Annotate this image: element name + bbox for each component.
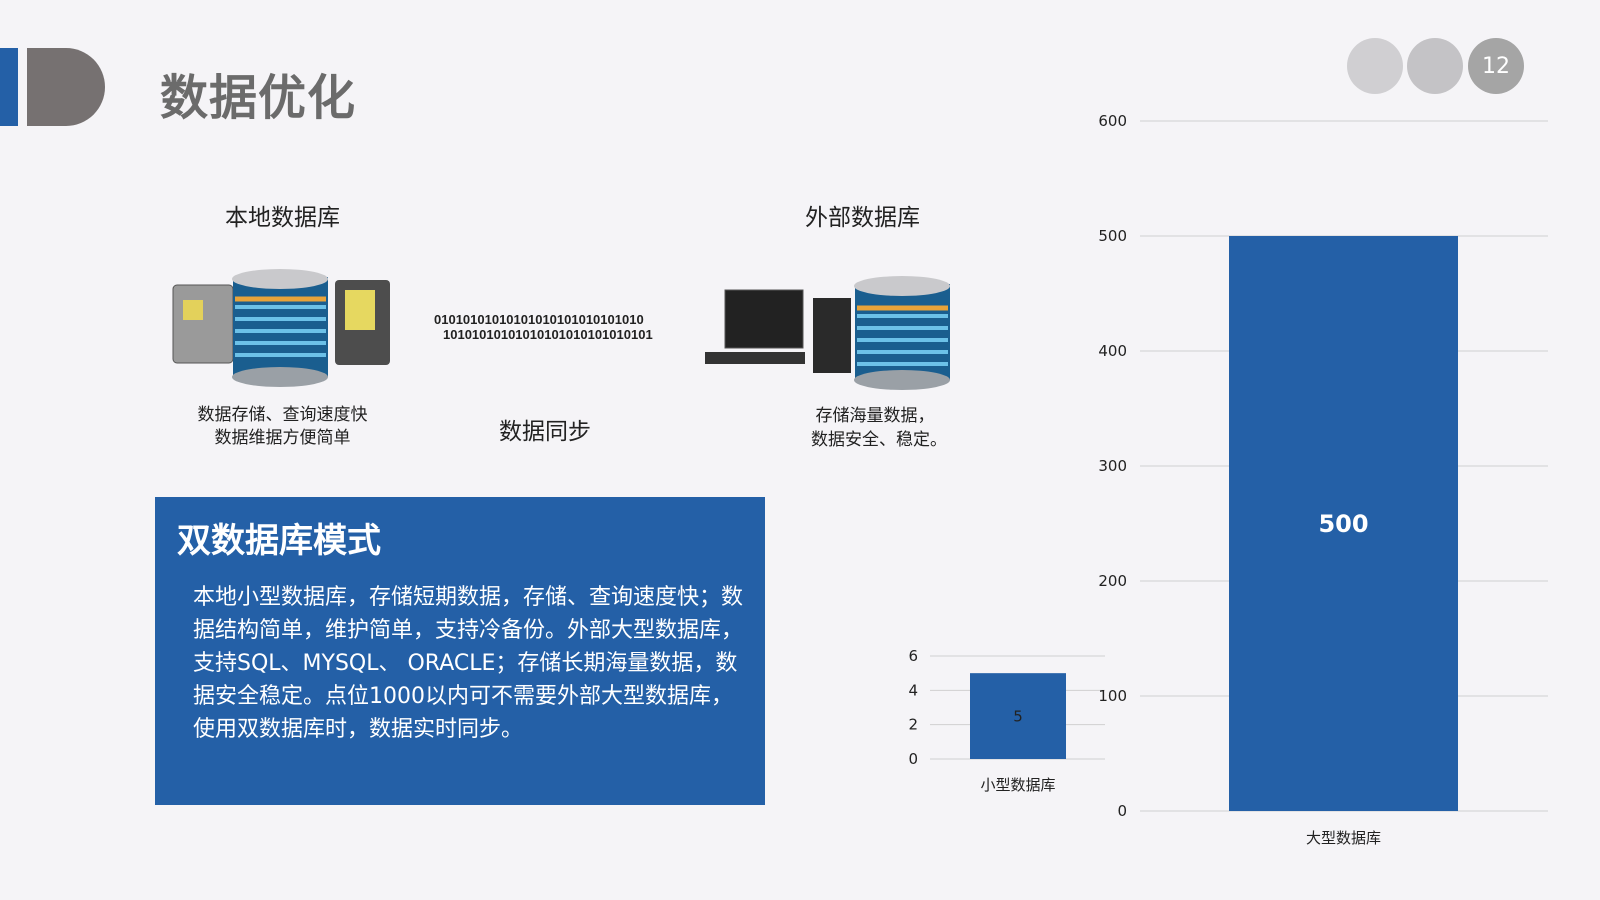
info-box: 双数据库模式 本地小型数据库，存储短期数据，存储、查询速度快；数据结构简单，维护… [155, 497, 765, 805]
accent-bar [0, 48, 18, 126]
title-decoration [27, 48, 105, 126]
y-tick-label: 300 [1098, 457, 1127, 475]
y-tick-label: 100 [1098, 687, 1127, 705]
external-db-title: 外部数据库 [805, 205, 920, 231]
info-box-body: 本地小型数据库，存储短期数据，存储、查询速度快；数据结构简单，维护简单，支持冷备… [193, 585, 744, 742]
local-db-title: 本地数据库 [225, 205, 340, 231]
sync-label: 数据同步 [499, 419, 591, 445]
binary-line-1: 01010101010101010101010101010 [434, 312, 644, 327]
database-icon [854, 276, 950, 390]
keyboard-icon [705, 352, 805, 364]
tower-icon [813, 298, 851, 373]
page-number: 12 [1468, 38, 1524, 94]
data-label: 500 [1318, 510, 1368, 538]
local-db-illustration [172, 269, 390, 387]
y-tick-label: 400 [1098, 342, 1127, 360]
external-db-caption-2: 数据安全、稳定。 [811, 430, 947, 450]
page-dot [1407, 38, 1463, 94]
category-label: 大型数据库 [1306, 829, 1381, 847]
y-tick-label: 4 [908, 681, 918, 699]
bar [1229, 236, 1458, 811]
bar [970, 673, 1066, 759]
y-tick-label: 0 [908, 750, 918, 768]
y-tick-label: 6 [908, 647, 918, 665]
y-tick-label: 0 [1117, 802, 1127, 820]
external-db-caption-1: 存储海量数据， [815, 406, 935, 426]
page-title: 数据优化 [160, 70, 357, 126]
binary-line-2: 10101010101010101010101010101 [443, 327, 653, 342]
y-tick-label: 600 [1098, 112, 1127, 130]
y-tick-label: 500 [1098, 227, 1127, 245]
page-dot [1347, 38, 1403, 94]
data-label: 5 [1013, 707, 1023, 725]
info-box-title: 双数据库模式 [177, 521, 381, 561]
database-icon [232, 269, 328, 387]
local-db-caption-2: 数据维据方便简单 [214, 428, 351, 448]
category-label: 小型数据库 [980, 776, 1055, 794]
monitor-icon [724, 289, 804, 349]
local-db-caption-1: 数据存储、查询速度快 [197, 405, 368, 425]
y-tick-label: 200 [1098, 572, 1127, 590]
external-db-illustration [705, 276, 950, 390]
y-tick-label: 2 [908, 716, 918, 734]
